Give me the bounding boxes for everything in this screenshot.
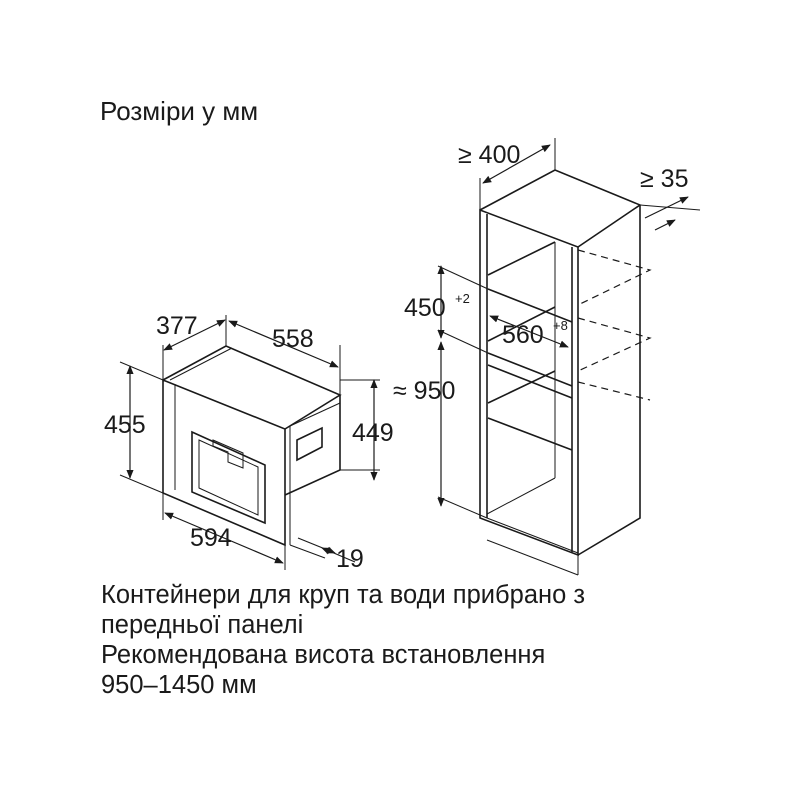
dim-width-558: 558	[272, 325, 314, 353]
installation-notes: Контейнери для круп та води прибрано з п…	[101, 580, 585, 700]
dim-height-455: 455	[104, 411, 146, 439]
dim-opening-height-tolerance: +2	[455, 291, 470, 306]
dim-depth-377: 377	[156, 312, 198, 340]
dim-opening-height-450: 450	[404, 294, 446, 322]
niche-cabinet	[479, 169, 642, 576]
appliance-dimensions	[119, 315, 380, 570]
units-caption: Розміри у мм	[100, 96, 259, 126]
niche-dashed-extensions	[577, 249, 652, 401]
dim-height-449: 449	[352, 419, 394, 447]
dim-rear-gap-35: ≥ 35	[640, 165, 688, 193]
dim-thickness-19: 19	[336, 545, 364, 573]
appliance-outline	[162, 345, 342, 547]
dim-opening-width-560: 560	[502, 321, 544, 349]
dim-install-height-950: ≈ 950	[393, 377, 455, 405]
dim-opening-width-tolerance: +8	[553, 318, 568, 333]
dim-width-594: 594	[190, 524, 232, 552]
note-line-2: передньої панелі	[101, 611, 304, 639]
note-line-1: Контейнери для круп та води прибрано з	[101, 581, 586, 609]
note-line-4: 950–1450 мм	[101, 671, 257, 699]
niche-dimensions	[437, 138, 701, 519]
dim-depth-min-400: ≥ 400	[458, 141, 520, 169]
note-line-3: Рекомендована висота встановлення	[101, 641, 546, 669]
